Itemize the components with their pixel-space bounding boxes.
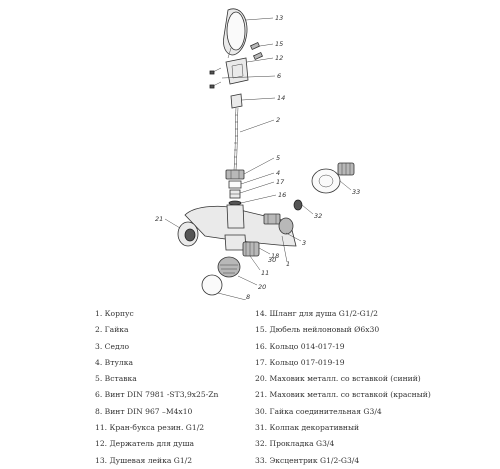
part-item: 5. Вставка <box>95 374 137 384</box>
callout-12: 12 <box>275 54 283 62</box>
part-rosette <box>311 168 341 194</box>
part-item: 13. Душевая лейка G1/2 <box>95 455 193 465</box>
part-item: 6. Винт DIN 7981 -ST3,9x25-Zn <box>95 390 219 400</box>
part-item: 11. Кран-букса резин. G1/2 <box>95 423 205 433</box>
part-item: 3. Седло <box>95 341 130 351</box>
part-coupling-nut <box>263 213 281 225</box>
part-screw-cap <box>201 274 223 296</box>
callout-4: 4 <box>276 169 280 177</box>
part-body <box>184 204 297 251</box>
part-ring-17 <box>228 200 242 206</box>
callout-14: 14 <box>277 94 285 102</box>
callout-15: 15 <box>275 40 283 48</box>
part-shower-head <box>223 8 248 59</box>
callout-3: 3 <box>302 239 306 247</box>
part-gasket <box>293 199 303 211</box>
part-item: 15. Дюбель нейлоновый Ø6x30 <box>255 325 380 335</box>
part-handle-red <box>177 221 199 247</box>
part-item: 32. Прокладка G3/4 <box>255 439 335 449</box>
callout-13: 13 <box>275 14 283 22</box>
callout-33: 33 <box>352 188 360 196</box>
callout-8: 8 <box>246 293 250 300</box>
part-item: 12. Держатель для душа <box>95 439 195 449</box>
part-item: 16. Кольцо 014-017-19 <box>255 341 345 351</box>
part-item: 17. Кольцо 017-019-19 <box>255 357 345 367</box>
part-insert <box>228 180 242 189</box>
part-sleeve <box>229 189 241 199</box>
part-screws <box>209 67 222 89</box>
callout-32: 32 <box>314 212 322 220</box>
callout-11: 11 <box>261 269 269 277</box>
part-item: 8. Винт DIN 967 –M4x10 <box>95 406 193 416</box>
part-item: 31. Колпак декоративный <box>255 423 360 433</box>
callout-6: 6 <box>277 72 281 80</box>
part-handle-blue <box>217 256 241 278</box>
part-item: 2. Гайка <box>95 325 129 335</box>
part-item: 4. Втулка <box>95 357 134 367</box>
part-hose <box>230 93 243 171</box>
callout-20: 20 <box>258 283 266 291</box>
callout-30: 30 <box>268 256 276 264</box>
callout-21: 21 <box>155 215 163 223</box>
part-dowels <box>249 41 264 61</box>
part-eccentric <box>337 162 355 176</box>
part-item: 21. Маховик металл. со вставкой (красный… <box>255 390 431 400</box>
part-nut <box>225 169 245 180</box>
part-holder <box>225 57 249 85</box>
callout-5: 5 <box>276 154 280 162</box>
callout-2: 2 <box>276 116 280 124</box>
part-item: 33. Эксцентрик G1/2-G3/4 <box>255 455 360 465</box>
callout-16: 16 <box>278 191 286 199</box>
exploded-view-diagram: 13 15 12 6 14 2 5 4 17 16 33 21 32 3 18 … <box>155 8 360 300</box>
part-cartridge <box>242 241 260 257</box>
part-item: 20. Маховик металл. со вставкой (синий) <box>255 374 421 384</box>
callout-17: 17 <box>276 178 285 186</box>
part-item: 30. Гайка соединительная G3/4 <box>255 406 382 416</box>
part-item: 14. Шланг для душа G1/2-G1/2 <box>255 309 378 318</box>
part-eccentric-lower <box>278 217 294 235</box>
callout-18: 18 <box>271 252 279 260</box>
callout-1: 1 <box>286 260 290 268</box>
part-item: 1. Корпус <box>95 309 134 318</box>
